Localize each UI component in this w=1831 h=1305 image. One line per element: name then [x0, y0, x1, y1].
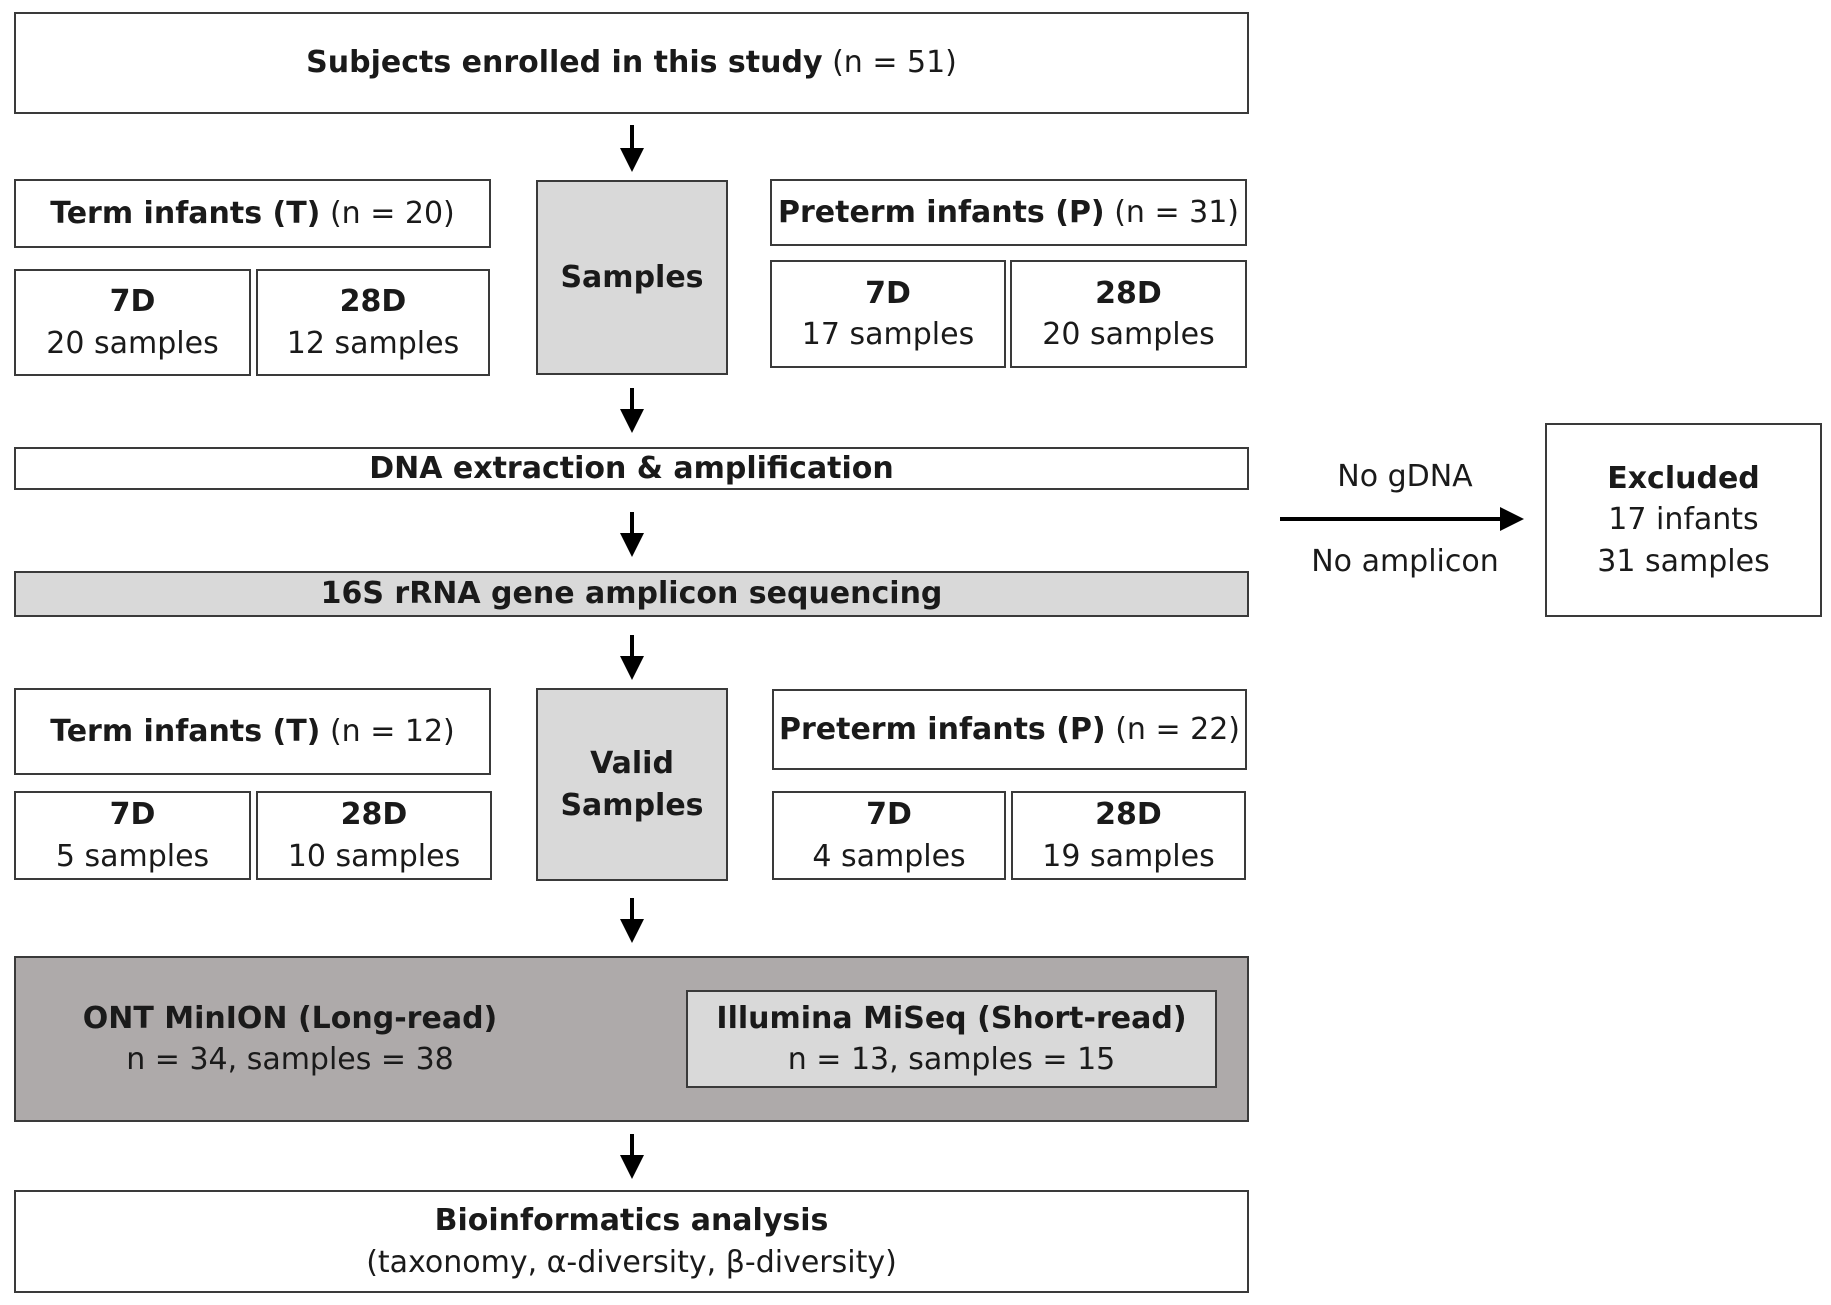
valid-preterm-28d-label: 28D — [1095, 797, 1162, 833]
valid-term-infants-box: Term infants (T) (n = 12) — [14, 688, 491, 775]
valid-term-28d-box: 28D 10 samples — [256, 791, 492, 880]
preterm-7d-samples: 17 samples — [801, 317, 975, 352]
valid-term-7d-box: 7D 5 samples — [14, 791, 251, 880]
valid-center-line1: Valid — [590, 746, 674, 782]
valid-preterm-28d-box: 28D 19 samples — [1011, 791, 1246, 880]
term-7d-samples: 20 samples — [46, 325, 219, 361]
excluded-title: Excluded — [1607, 460, 1760, 496]
preterm-title: Preterm infants (P) — [777, 194, 1105, 230]
valid-term-title: Term infants (T) — [50, 713, 321, 749]
valid-term-7d-label: 7D — [109, 797, 156, 833]
term-28d-label: 28D — [339, 284, 407, 320]
ont-detail: n = 34, samples = 38 — [126, 1042, 454, 1077]
valid-term-count: (n = 12) — [329, 713, 455, 749]
sequencing-label: 16S rRNA gene amplicon sequencing — [320, 576, 943, 612]
sequencing-box: 16S rRNA gene amplicon sequencing — [14, 571, 1249, 617]
term-infants-box: Term infants (T) (n = 20) — [14, 179, 491, 248]
valid-term-7d-samples: 5 samples — [55, 838, 210, 874]
term-28d-samples: 12 samples — [286, 325, 460, 361]
preterm-7d-label: 7D — [865, 275, 911, 311]
analysis-detail: (taxonomy, α-diversity, β-diversity) — [366, 1244, 897, 1280]
valid-preterm-7d-box: 7D 4 samples — [772, 791, 1006, 880]
extraction-box: DNA extraction & amplification — [14, 447, 1249, 490]
excluded-infants: 17 infants — [1608, 502, 1759, 538]
term-7d-box: 7D 20 samples — [14, 269, 251, 376]
valid-preterm-7d-samples: 4 samples — [812, 838, 966, 874]
enrolled-count: (n = 51) — [832, 45, 957, 81]
valid-preterm-28d-samples: 19 samples — [1042, 838, 1215, 874]
extraction-label: DNA extraction & amplification — [369, 450, 894, 486]
valid-term-28d-samples: 10 samples — [287, 838, 461, 874]
enrolled-title: Subjects enrolled in this study — [306, 45, 823, 81]
valid-preterm-infants-box: Preterm infants (P) (n = 22) — [772, 689, 1247, 770]
ont-block: ONT MinION (Long-read) n = 34, samples =… — [14, 956, 566, 1122]
illumina-box: Illumina MiSeq (Short-read) n = 13, samp… — [686, 990, 1217, 1088]
preterm-28d-samples: 20 samples — [1042, 317, 1215, 352]
analysis-box: Bioinformatics analysis (taxonomy, α-div… — [14, 1190, 1249, 1293]
valid-preterm-count: (n = 22) — [1115, 711, 1241, 747]
illumina-detail: n = 13, samples = 15 — [787, 1042, 1116, 1077]
preterm-infants-box: Preterm infants (P) (n = 31) — [770, 179, 1247, 246]
term-7d-label: 7D — [109, 284, 156, 320]
valid-term-28d-label: 28D — [340, 797, 408, 833]
valid-samples-center-box: Valid Samples — [536, 688, 728, 881]
preterm-count: (n = 31) — [1114, 194, 1240, 230]
valid-preterm-7d-label: 7D — [866, 797, 912, 833]
preterm-28d-label: 28D — [1095, 275, 1162, 311]
illumina-title: Illumina MiSeq (Short-read) — [716, 1000, 1187, 1036]
valid-preterm-title: Preterm infants (P) — [778, 711, 1106, 747]
excluded-box: Excluded 17 infants 31 samples — [1545, 423, 1822, 617]
excluded-samples: 31 samples — [1597, 543, 1770, 579]
analysis-title: Bioinformatics analysis — [434, 1203, 829, 1239]
valid-center-line2: Samples — [560, 787, 704, 823]
exclusion-reason-top: No gDNA — [1337, 459, 1473, 494]
term-count: (n = 20) — [329, 195, 455, 231]
term-28d-box: 28D 12 samples — [256, 269, 490, 376]
term-title: Term infants (T) — [50, 195, 321, 231]
exclusion-reason-bottom: No amplicon — [1311, 544, 1499, 579]
enrolled-box: Subjects enrolled in this study (n = 51) — [14, 12, 1249, 114]
samples-center-label: Samples — [560, 259, 704, 295]
samples-center-box: Samples — [536, 180, 728, 375]
preterm-28d-box: 28D 20 samples — [1010, 260, 1247, 368]
ont-title: ONT MinION (Long-read) — [82, 1000, 498, 1036]
preterm-7d-box: 7D 17 samples — [770, 260, 1006, 368]
